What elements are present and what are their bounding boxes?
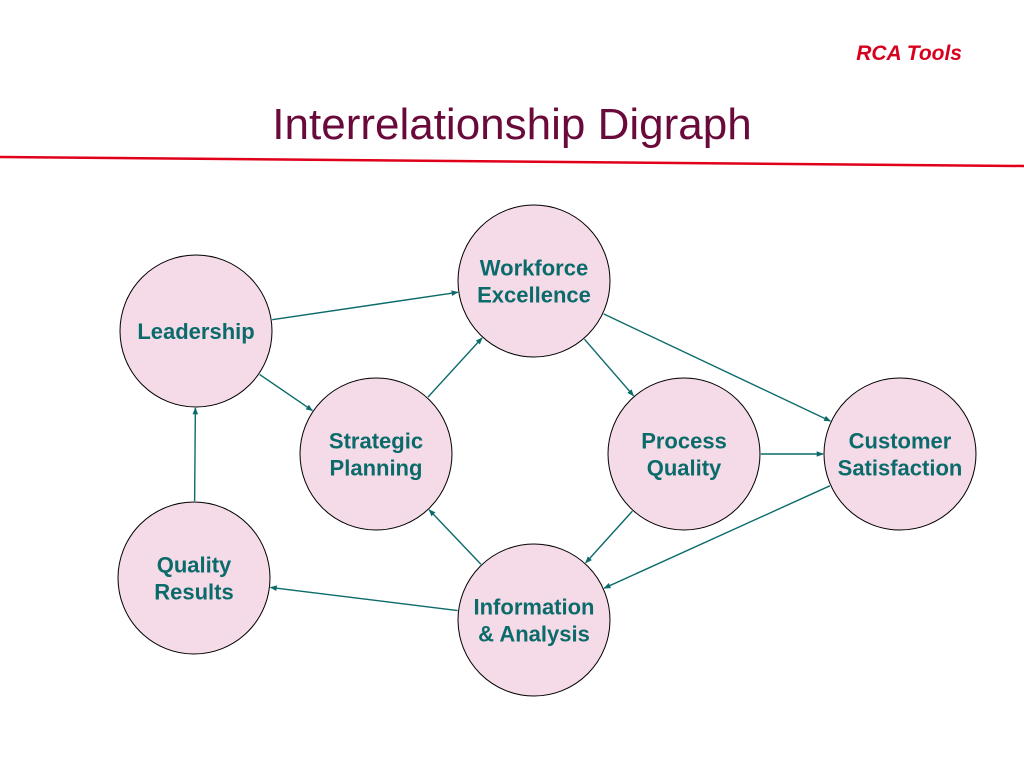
- node-leadership: Leadership: [119, 254, 273, 408]
- node-circle-process: [607, 377, 761, 531]
- node-label-leadership-line-1: Leadership: [137, 319, 254, 344]
- edge-workforce-to-customer: [603, 313, 832, 422]
- edges-layer: [192, 290, 832, 612]
- edge-quality-to-leadership: [192, 407, 199, 502]
- node-label-information-line-1: Information: [474, 595, 595, 620]
- node-label-customer-line-2: Satisfaction: [838, 456, 963, 481]
- edge-workforce-to-process: [583, 338, 635, 397]
- node-label-process-line-2: Quality: [647, 456, 722, 481]
- node-label-quality-line-2: Results: [154, 580, 233, 605]
- edge-information-to-quality: [269, 585, 458, 612]
- node-label-information-line-2: & Analysis: [478, 622, 590, 647]
- node-label-process-line-1: Process: [641, 429, 727, 454]
- node-label-customer-line-1: Customer: [849, 429, 952, 454]
- node-information: Information& Analysis: [457, 543, 611, 697]
- edge-strategic-to-workforce: [427, 337, 483, 398]
- node-label-workforce-line-1: Workforce: [480, 256, 588, 281]
- node-label-strategic-line-2: Planning: [330, 456, 423, 481]
- node-circle-information: [457, 543, 611, 697]
- edge-leadership-to-strategic: [259, 373, 314, 412]
- page-title: Interrelationship Digraph: [272, 100, 752, 149]
- node-circle-strategic: [299, 377, 453, 531]
- edge-information-to-strategic: [428, 509, 482, 565]
- title-divider: [0, 155, 1024, 168]
- node-circle-leadership: [119, 254, 273, 408]
- brand-label: RCA Tools: [856, 42, 962, 65]
- edge-leadership-to-workforce: [272, 290, 459, 321]
- node-circle-quality: [117, 501, 271, 655]
- node-label-quality-line-1: Quality: [157, 553, 232, 578]
- node-label-workforce-line-2: Excellence: [477, 283, 591, 308]
- node-label-strategic-line-1: Strategic: [329, 429, 423, 454]
- nodes-layer: LeadershipWorkforceExcellenceStrategicPl…: [117, 204, 977, 697]
- edge-process-to-information: [585, 510, 633, 564]
- edge-customer-to-information: [603, 485, 831, 589]
- node-circle-customer: [823, 377, 977, 531]
- node-circle-workforce: [457, 204, 611, 358]
